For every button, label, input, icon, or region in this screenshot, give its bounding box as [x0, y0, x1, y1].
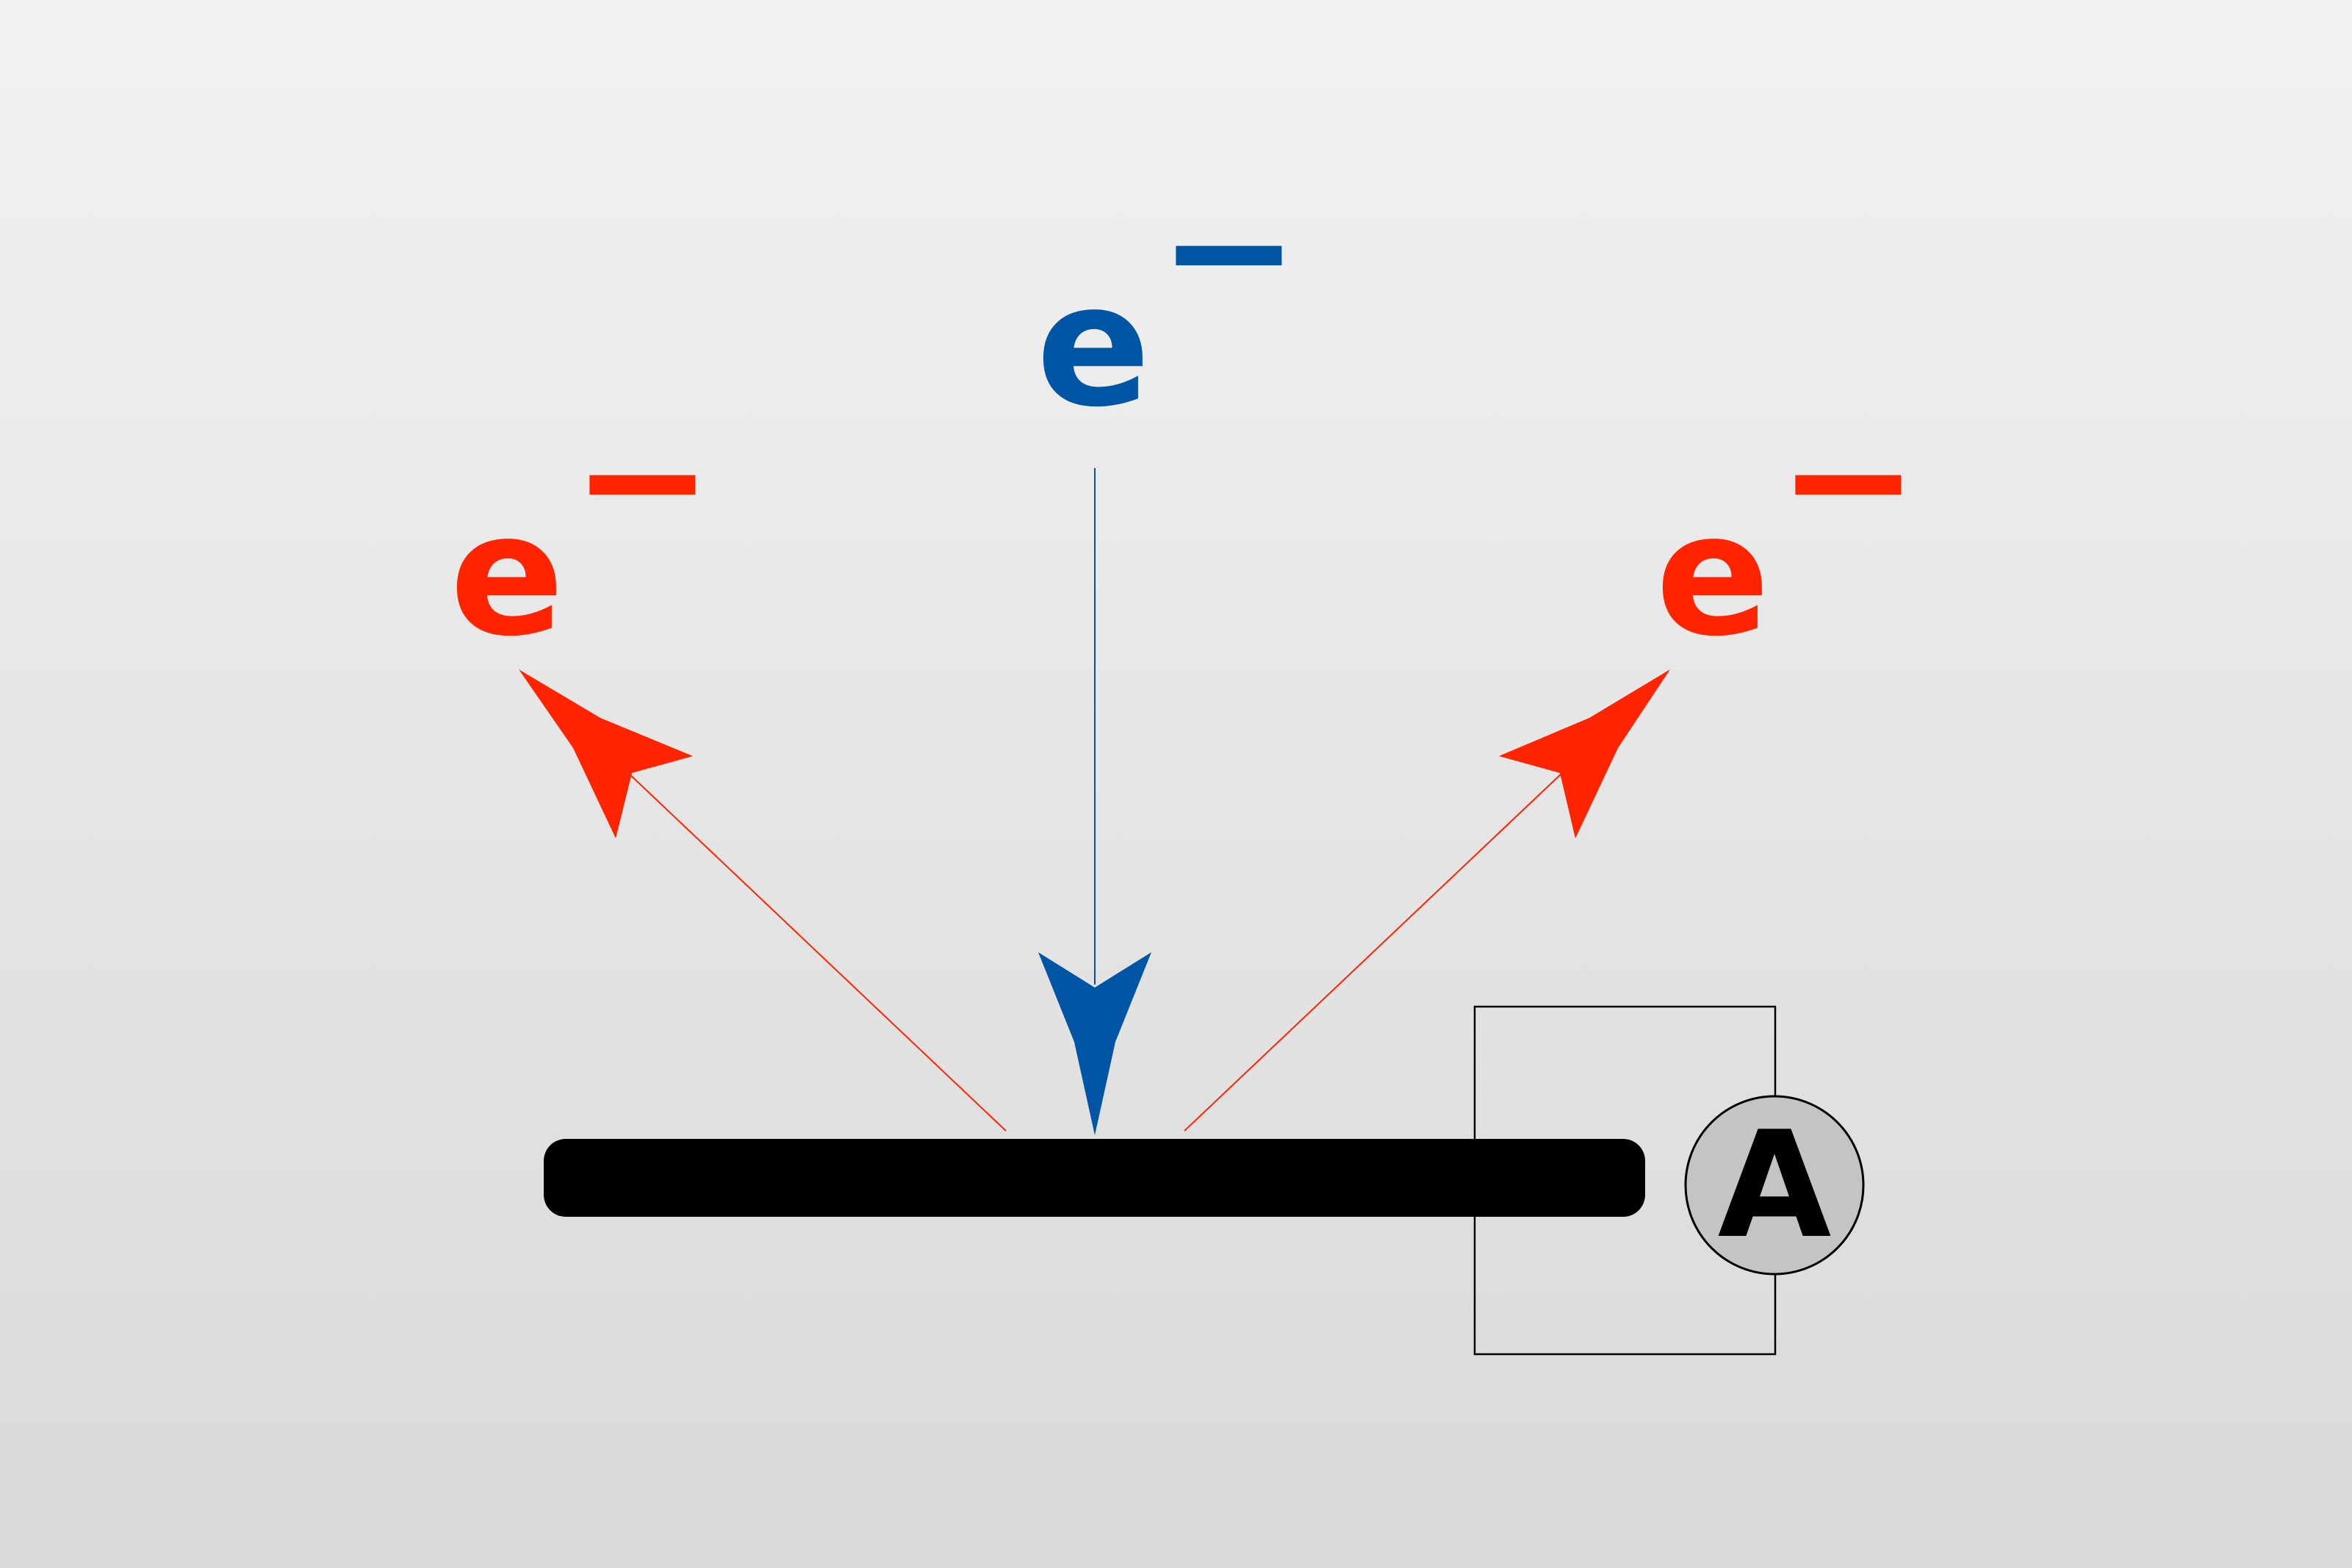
emitted-electron-right-symbol: e — [1655, 478, 1770, 674]
incident-electron-label: e− — [1036, 153, 1300, 445]
emitted-left-arrowhead — [519, 669, 693, 838]
emitted-electron-right-label: e− — [1655, 382, 1919, 674]
ammeter-body — [1684, 1095, 1865, 1276]
emitted-electron-right: e− — [1184, 382, 1919, 1132]
emitted-electron-left-symbol: e — [450, 478, 564, 674]
incident-electron: e− — [1036, 153, 1300, 1135]
emitted-electron-left-label: e− — [450, 382, 713, 674]
ammeter-label: A — [1718, 1100, 1832, 1271]
emitted-electron-left-path — [627, 772, 1007, 1132]
emitted-electron-left-charge: − — [572, 382, 713, 578]
incident-electron-symbol: e — [1036, 248, 1151, 445]
incident-electron-charge: − — [1158, 153, 1300, 349]
emitted-right-arrowhead — [1499, 669, 1670, 838]
emitted-electron-left: e− — [450, 382, 1007, 1132]
emitted-electron-right-path — [1184, 772, 1563, 1132]
ammeter: A — [1684, 1095, 1865, 1276]
incident-arrowhead — [1038, 952, 1151, 1135]
emitted-electron-right-charge: − — [1777, 382, 1919, 578]
metal-plate — [544, 1139, 1645, 1217]
